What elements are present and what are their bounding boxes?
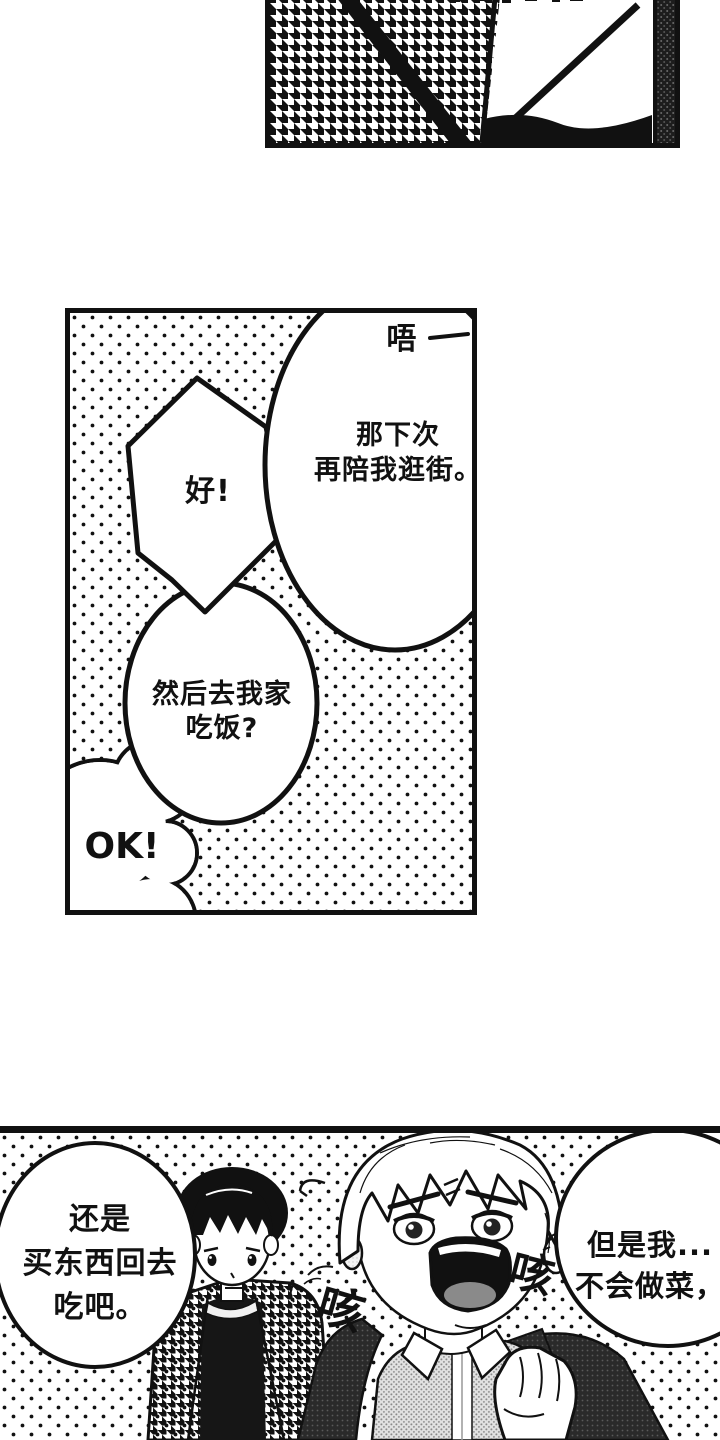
- bottom-shadow: [484, 114, 652, 143]
- shirt-fold-line: [505, 2, 641, 128]
- dark-haired-man-figure: [146, 1167, 332, 1440]
- ear-right: [263, 1234, 279, 1256]
- panel-inner-line: [653, 0, 657, 143]
- nose: [230, 1272, 235, 1279]
- collar-left: [400, 1331, 444, 1382]
- buy-bubble: [0, 1141, 197, 1369]
- collar-right: [466, 1328, 512, 1381]
- jacket-left: [296, 1317, 384, 1440]
- eye-left: [392, 1212, 436, 1246]
- panel-top-coat-closeup: [265, 0, 680, 148]
- fist: [493, 1345, 578, 1440]
- buy-bubble-line1: 还是: [69, 1202, 131, 1237]
- ok-bubble-text: OK!: [85, 826, 160, 867]
- open-mouth: [428, 1236, 512, 1313]
- top-panel-art: [270, 0, 675, 143]
- eyebrow-right: [465, 1189, 519, 1206]
- cook-bubble-line1: 但是我...: [587, 1228, 713, 1262]
- panel-middle-conversation: 唔 那下次 再陪我逛街。 好! 然后去我家 吃饭? OK!: [65, 308, 477, 915]
- long-dash-mark: [428, 332, 470, 340]
- eyebrow-left: [203, 1246, 219, 1253]
- hair-fringe: [191, 1183, 273, 1237]
- middle-panel-art: 唔 那下次 再陪我逛街。 好! 然后去我家 吃饭? OK!: [70, 313, 472, 910]
- hair-strand-lines: [359, 1136, 553, 1254]
- shopping-bubble-line2: 再陪我逛街。: [314, 454, 472, 486]
- hair-highlight: [205, 1188, 253, 1196]
- buy-bubble-line2: 买东西回去: [23, 1246, 178, 1281]
- eye-right: [247, 1254, 257, 1266]
- dinner-bubble-line1: 然后去我家: [152, 678, 292, 710]
- eye-highlight: [209, 1256, 212, 1259]
- shopping-bubble: [262, 313, 472, 653]
- eyebrow-right: [245, 1246, 261, 1253]
- agree-bubble-text: 好!: [184, 474, 231, 509]
- cutoff-text-fragments: [450, 0, 583, 3]
- lapel-line-left: [186, 1294, 210, 1440]
- chin-line: [454, 1324, 487, 1329]
- eye-left: [207, 1254, 217, 1266]
- eyebrow-left: [387, 1191, 441, 1210]
- shopping-bubble-line1: 那下次: [356, 420, 440, 451]
- blonde-man-figure: [296, 1133, 670, 1440]
- houndstooth-coat: [270, 0, 500, 143]
- eye-right: [470, 1209, 514, 1243]
- coat-edge-line: [479, 0, 498, 143]
- cook-bubble: [554, 1133, 720, 1348]
- dinner-bubble-line2: 吃饭?: [186, 713, 259, 744]
- eye-highlight: [249, 1256, 252, 1259]
- lapel-line-right: [254, 1297, 286, 1440]
- panel-bottom-scene: 还是 买东西回去 吃吧。 但是我... 不会做菜， 咳 咳: [0, 1126, 720, 1440]
- buy-bubble-line3: 吃吧。: [54, 1290, 147, 1325]
- murmur-sfx-text: 唔: [387, 322, 418, 357]
- coat-strap: [338, 0, 472, 143]
- bottom-panel-art: 还是 买东西回去 吃吧。 但是我... 不会做菜， 咳 咳: [0, 1133, 720, 1440]
- cook-bubble-line2: 不会做菜，: [575, 1269, 720, 1303]
- black-turtleneck: [200, 1296, 266, 1440]
- dark-texture-band: [657, 0, 675, 143]
- brow-furrow-lines: [443, 1177, 461, 1197]
